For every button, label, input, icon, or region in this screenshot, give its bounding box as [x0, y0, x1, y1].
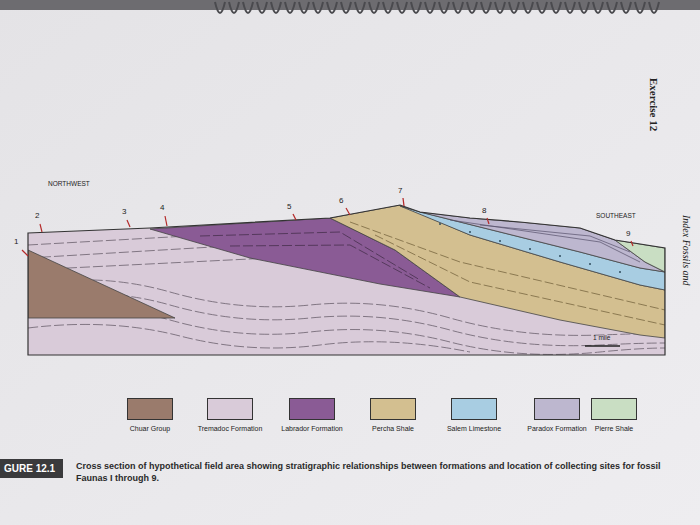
scale-label: 1 mile: [593, 334, 610, 341]
legend-item: Pierre Shale: [579, 398, 649, 433]
callout-number: 8: [482, 207, 486, 216]
legend-item: Tremadoc Formation: [195, 398, 265, 433]
legend-text: Tremadoc Formation: [195, 424, 265, 433]
legend-item: Chuar Group: [115, 398, 185, 433]
legend-item: Labrador Formation: [277, 398, 347, 433]
direction-label: SOUTHEAST: [596, 212, 636, 219]
page-heading: Exercise 12: [648, 78, 660, 131]
legend-item: Salem Limestone: [439, 398, 509, 433]
legend-text: Labrador Formation: [277, 424, 347, 433]
legend-swatch: [127, 398, 173, 420]
callout-number: 3: [122, 208, 126, 217]
legend-swatch: [451, 398, 497, 420]
legend-item: Paradox Formation: [522, 398, 592, 433]
legend-swatch: [591, 398, 637, 420]
figure-number: GURE 12.1: [0, 459, 63, 478]
direction-label: NORTHWEST: [48, 180, 90, 187]
legend-item: Percha Shale: [358, 398, 428, 433]
callout-number: 2: [35, 212, 39, 221]
legend-swatch: [370, 398, 416, 420]
figure-caption: Cross section of hypothetical field area…: [76, 460, 690, 484]
callout-number: 5: [287, 203, 291, 212]
legend-swatch: [534, 398, 580, 420]
callout-number: 7: [398, 187, 402, 196]
legend-text: Paradox Formation: [522, 424, 592, 433]
running-head: Index Fossils and: [681, 215, 692, 286]
legend-swatch: [289, 398, 335, 420]
legend-text: Pierre Shale: [579, 424, 649, 433]
legend-text: Salem Limestone: [439, 424, 509, 433]
callout-number: 6: [339, 197, 343, 206]
callout-number: 1: [14, 238, 18, 247]
callout-number: 4: [160, 204, 164, 213]
legend-swatch: [207, 398, 253, 420]
legend-text: Percha Shale: [358, 424, 428, 433]
legend-text: Chuar Group: [115, 424, 185, 433]
callout-number: 9: [626, 230, 630, 239]
